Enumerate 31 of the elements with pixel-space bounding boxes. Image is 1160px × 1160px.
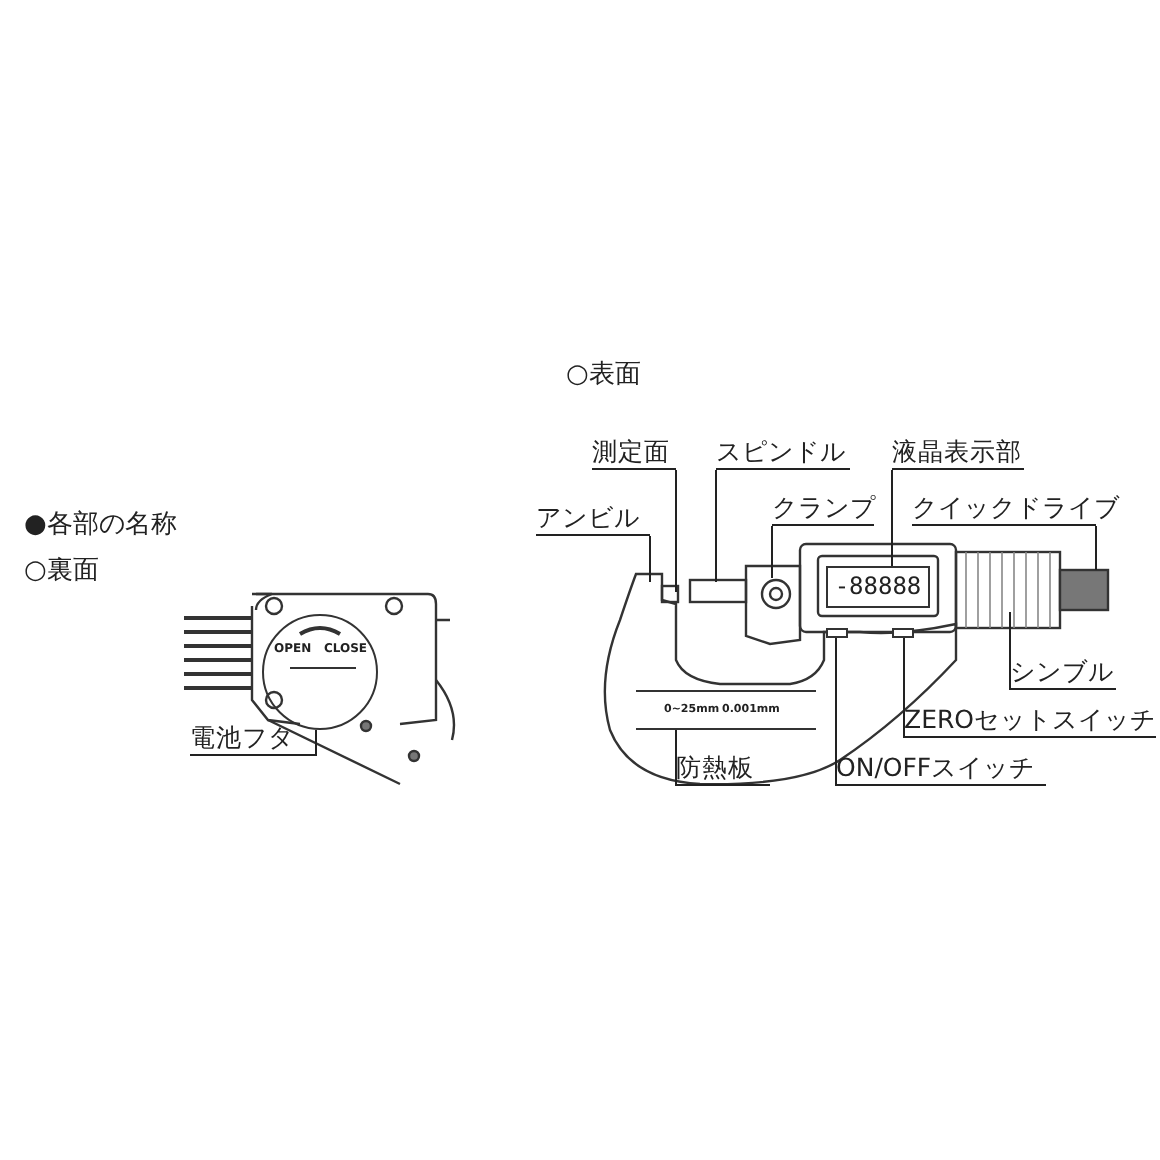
leader-line	[1095, 525, 1097, 571]
leader-line	[715, 469, 717, 583]
leader-line	[903, 637, 905, 739]
part-label: 電池フタ	[190, 722, 294, 752]
part-label: 防熱板	[676, 752, 754, 782]
leader-line	[675, 729, 677, 787]
heat-shield	[636, 690, 816, 730]
leader-line	[771, 525, 773, 579]
lcd-screen	[826, 566, 930, 608]
part-label: アンビル	[536, 502, 640, 532]
display-digits: -88888	[832, 572, 924, 600]
part-label: クランプ	[772, 492, 876, 522]
zero-button	[892, 628, 914, 638]
part-label: ON/OFFスイッチ	[836, 752, 1036, 782]
part-label: ZEROセットスイッチ	[904, 704, 1156, 734]
part-label: シンブル	[1010, 656, 1114, 686]
leader-line	[315, 729, 317, 757]
view-label: ○表面	[566, 362, 641, 391]
leader-line	[649, 535, 651, 583]
leader-line	[891, 469, 893, 567]
view-label: ○裏面	[24, 558, 99, 587]
battery-cover	[262, 614, 378, 730]
heading: ●各部の名称	[24, 512, 177, 541]
part-label: 液晶表示部	[892, 436, 1022, 466]
part-label: スピンドル	[716, 436, 846, 466]
leader-line	[675, 469, 677, 593]
leader-line	[1009, 611, 1011, 691]
power-button	[826, 628, 848, 638]
leader-line	[835, 637, 837, 787]
part-label: 測定面	[592, 436, 670, 466]
part-label: クイックドライブ	[912, 492, 1120, 522]
